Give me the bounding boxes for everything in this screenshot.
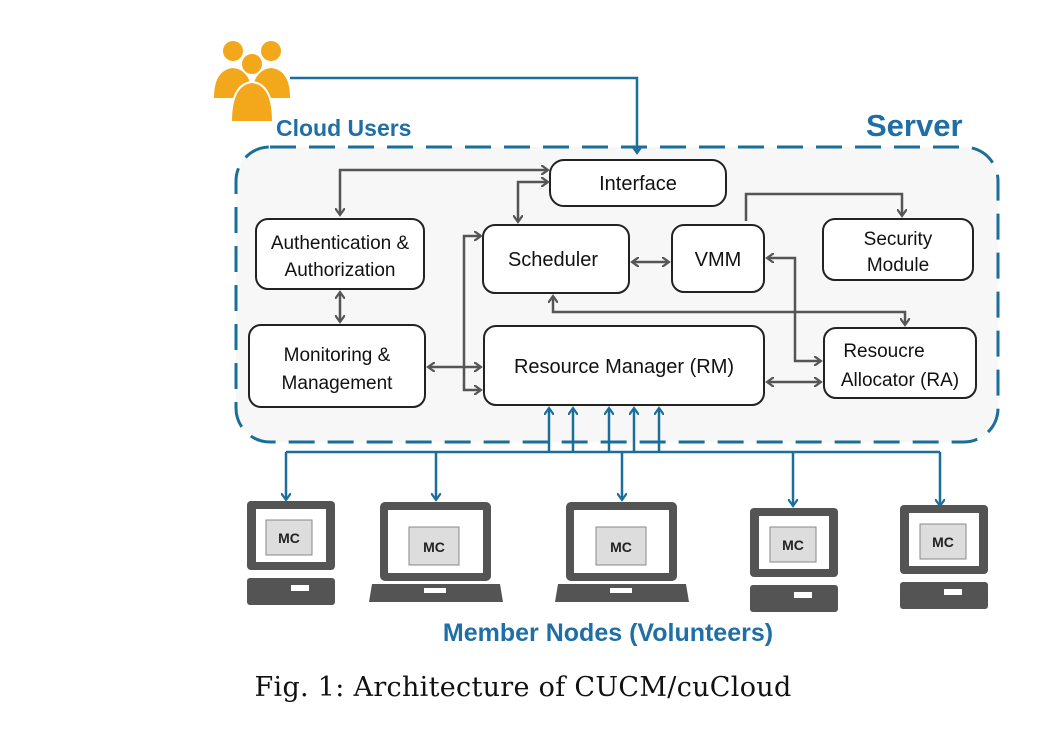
member-node-label: MC	[423, 539, 445, 555]
vmm-label: VMM	[695, 249, 742, 271]
interface-label: Interface	[599, 173, 677, 195]
member-nodes-label: Member Nodes (Volunteers)	[443, 619, 773, 647]
member-node-laptop-1: MC	[369, 502, 503, 602]
vmm-box: VMM	[671, 224, 765, 293]
resource-allocator-box: Resoucre Allocator (RA)	[823, 327, 977, 399]
resource-manager-label: Resource Manager (RM)	[514, 356, 734, 378]
vmm-to-allocator-arrow	[768, 258, 820, 361]
resource-manager-box: Resource Manager (RM)	[483, 325, 765, 406]
resource-allocator-label-line1: Resoucre	[843, 341, 924, 362]
server-label: Server	[866, 108, 963, 143]
scheduler-to-allocator-arrow	[553, 297, 905, 324]
authentication-label-line1: Authentication &	[271, 233, 410, 254]
resource-allocator-label-line2: Allocator (RA)	[841, 370, 959, 391]
cloud-users-icon	[214, 41, 290, 123]
monitoring-box: Monitoring & Management	[248, 324, 426, 408]
member-node-desktop-3: MC	[900, 505, 988, 609]
figure-caption: Fig. 1: Architecture of CUCM/cuCloud	[254, 672, 792, 703]
member-node-laptop-2: MC	[555, 502, 689, 602]
interface-to-security-arrow	[744, 192, 902, 221]
security-label-line1: Security	[864, 229, 933, 250]
scheduler-to-rm-arrow	[462, 236, 480, 390]
security-label-line2: Module	[867, 255, 929, 276]
member-node-label: MC	[782, 537, 804, 553]
member-node-label: MC	[278, 530, 300, 546]
users-to-interface-arrow	[290, 76, 637, 152]
interface-to-scheduler-arrow	[518, 182, 547, 221]
cloud-users-label: Cloud Users	[276, 115, 411, 141]
member-node-desktop-2: MC	[750, 508, 838, 612]
member-node-desktop-1: MC	[247, 501, 335, 605]
authentication-label-line2: Authorization	[285, 260, 396, 281]
interface-box: Interface	[549, 159, 727, 207]
scheduler-label: Scheduler	[508, 249, 598, 271]
monitoring-label-line1: Monitoring &	[284, 345, 391, 366]
member-node-label: MC	[932, 534, 954, 550]
scheduler-box: Scheduler	[482, 224, 630, 294]
member-node-label: MC	[610, 539, 632, 555]
authentication-box: Authentication & Authorization	[255, 218, 425, 290]
monitoring-label-line2: Management	[282, 373, 394, 394]
interface-to-auth-arrow	[340, 170, 547, 214]
security-module-box: Security Module	[822, 218, 974, 281]
